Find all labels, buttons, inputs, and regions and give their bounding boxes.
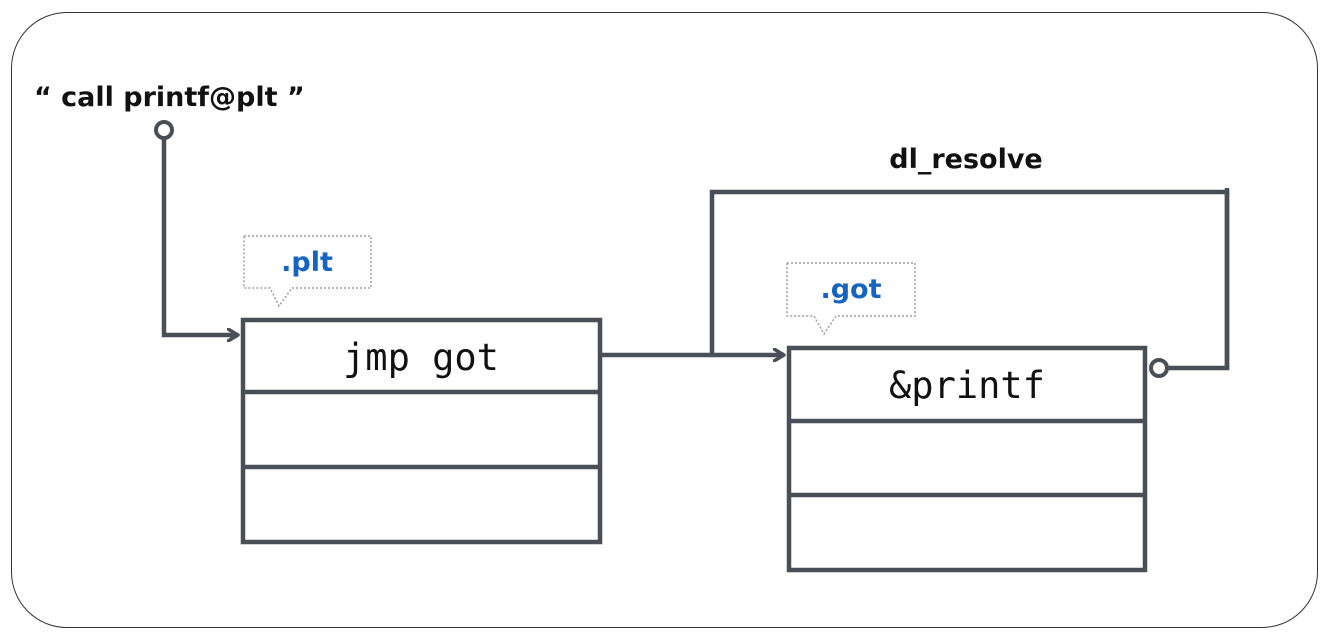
plt-tag: .plt — [243, 235, 372, 308]
plt-tag-label: .plt — [281, 247, 333, 278]
plt-table: jmp got — [240, 317, 603, 545]
got-resolve-node — [1149, 358, 1169, 378]
plt-row-1: jmp got — [343, 336, 499, 379]
got-tag: .got — [786, 262, 916, 336]
got-row-1: &printf — [889, 364, 1045, 407]
got-tag-label: .got — [820, 274, 881, 305]
got-table: &printf — [786, 345, 1148, 573]
call-instruction-label: “ call printf@plt ” — [34, 82, 305, 113]
call-to-plt-arrow — [161, 138, 238, 335]
dl-resolve-label: dl_resolve — [889, 144, 1043, 175]
call-origin-node — [154, 120, 174, 140]
diagram-frame — [11, 12, 1318, 628]
